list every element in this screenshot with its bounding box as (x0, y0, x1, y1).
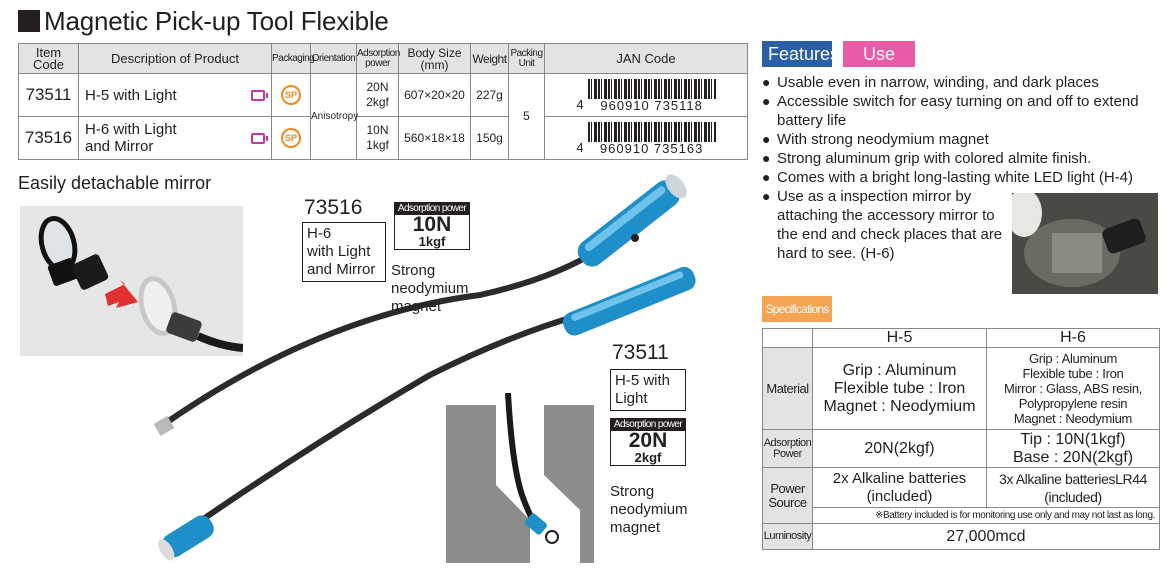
features-list: Usable even in narrow, winding, and dark… (762, 73, 1167, 263)
h5-callout: H-5 with Light (610, 369, 686, 411)
square-bullet-icon (18, 10, 40, 32)
weight-cell: 150g (470, 116, 509, 160)
spec-col-h5: H-5 (812, 328, 987, 348)
description-cell: H-5 with Light (78, 73, 272, 117)
detach-mirror-title: Easily detachable mirror (18, 173, 212, 193)
spec-label-adsorption: Adsorption Power (762, 429, 813, 468)
luminosity-value: 27,000mcd (812, 523, 1160, 550)
h6-adsorption-box: Adsorption power 10N 1kgf (394, 202, 470, 250)
table-row: Power Source 2x Alkaline batteries (incl… (762, 467, 1160, 524)
table-row: Adsorption Power 20N(2kgf) Tip : 10N(1kg… (762, 429, 1160, 468)
header-orientation: Orientation (310, 43, 357, 74)
body-size-cell: 560×18×18 (398, 116, 471, 160)
table-row: Luminosity 27,000mcd (762, 523, 1160, 550)
product-table: Item Code Description of Product Packagi… (18, 43, 748, 160)
specifications-table: H-5 H-6 Material Grip : Aluminum Flexibl… (762, 328, 1160, 550)
item-code: 73511 (18, 73, 79, 117)
h5-strong-magnet-text: Strong neodymium magnet (610, 483, 688, 536)
power-h5: 2x Alkaline batteries (included) (812, 467, 987, 508)
package-icon (250, 90, 268, 102)
list-item: With strong neodymium magnet (762, 130, 1167, 149)
body-size-cell: 607×20×20 (398, 73, 471, 117)
packing-unit-cell: 5 (508, 73, 545, 160)
header-adsorption: Adsorption power (356, 43, 400, 74)
battery-note: ※Battery included is for monitoring use … (812, 507, 1160, 524)
spec-col-h6: H-6 (986, 328, 1160, 348)
table-row: ※Battery included is for monitoring use … (763, 507, 1160, 524)
inspection-photo (1012, 193, 1158, 294)
list-item: Comes with a bright long-lasting white L… (762, 168, 1167, 187)
header-body-size: Body Size (mm) (398, 43, 471, 74)
tools-illustration (153, 174, 696, 563)
spec-header-row: H-5 H-6 (762, 328, 1160, 348)
use-tag: Use (843, 41, 915, 67)
adsorption-h6: Tip : 10N(1kgf) Base : 20N(2kgf) (986, 429, 1160, 468)
table-header-row: Item Code Description of Product Packagi… (18, 43, 748, 74)
header-jan: JAN Code (544, 43, 748, 74)
mirror-photo (20, 206, 243, 356)
adsorption-h5: 20N(2kgf) (812, 429, 987, 468)
packaging-cell: SP (271, 116, 311, 160)
h6-callout: H-6 with Light and Mirror (302, 222, 386, 282)
item-code: 73516 (18, 116, 79, 160)
h5-adsorption-box: Adsorption power 20N 2kgf (610, 418, 686, 466)
weight-cell: 227g (470, 73, 509, 117)
header-description: Description of Product (78, 43, 272, 74)
spec-label-luminosity: Luminosity (762, 523, 813, 550)
orientation-cell: Anisotropy (310, 73, 358, 160)
h5-code-label: 73511 (612, 341, 669, 364)
mirror-illustration (38, 216, 243, 352)
list-item: Use as a inspection mirror by attaching … (762, 187, 1007, 263)
specifications-tag: Specifications (762, 296, 832, 322)
header-packaging: Packaging (271, 43, 315, 74)
h6-strong-magnet-text: Strong neodymium magnet (391, 262, 469, 315)
features-tag: Features (762, 41, 839, 67)
page-title: Magnetic Pick-up Tool Flexible (18, 6, 389, 37)
sp-badge-icon: SP (281, 85, 301, 105)
header-weight: Weight (470, 43, 509, 74)
header-item-code: Item Code (18, 43, 79, 74)
barcode: 960910 735163 (587, 122, 716, 155)
power-h6: 3x Alkaline batteriesLR44 (included) (986, 467, 1160, 508)
header-packing-unit: Packing Unit (508, 43, 545, 74)
spec-label-power-source: Power Source (762, 467, 813, 524)
h6-code-label: 73516 (304, 196, 363, 219)
packaging-cell: SP (271, 73, 311, 117)
table-row: Material Grip : Aluminum Flexible tube :… (762, 347, 1160, 430)
material-h5: Grip : Aluminum Flexible tube : Iron Mag… (812, 347, 987, 430)
list-item: Accessible switch for easy turning on an… (762, 92, 1167, 130)
list-item: Strong aluminum grip with colored almite… (762, 149, 1167, 168)
sp-badge-icon: SP (281, 128, 301, 148)
material-h6: Grip : Aluminum Flexible tube : Iron Mir… (986, 347, 1160, 430)
list-item: Usable even in narrow, winding, and dark… (762, 73, 1167, 92)
package-icon (251, 132, 268, 144)
barcode: 960910 735118 (587, 79, 716, 112)
spec-label-material: Material (762, 347, 813, 430)
